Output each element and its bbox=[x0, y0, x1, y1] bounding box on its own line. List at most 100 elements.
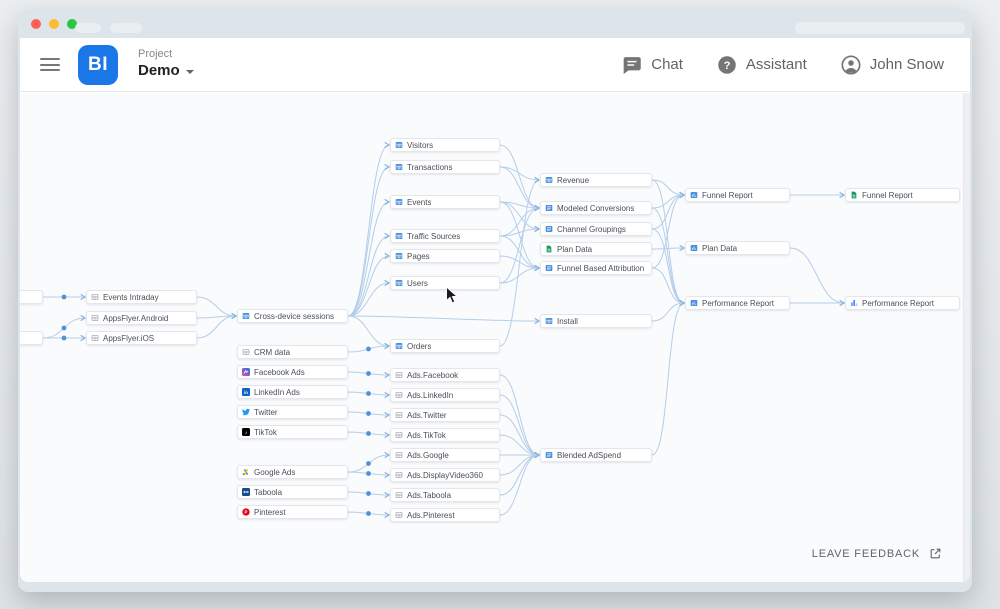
chat-icon bbox=[622, 55, 642, 75]
node-label: Plan Data bbox=[702, 243, 738, 253]
node-label: CRM data bbox=[254, 347, 291, 357]
project-selector[interactable]: Project Demo bbox=[138, 48, 194, 81]
node-label: Users bbox=[407, 278, 428, 288]
node-twitter[interactable]: Twitter bbox=[237, 405, 348, 419]
svg-text:in: in bbox=[244, 390, 248, 395]
node-visitors[interactable]: Visitors bbox=[390, 138, 500, 152]
node-funnel-report[interactable]: Funnel Report bbox=[685, 188, 790, 202]
account-icon bbox=[841, 55, 861, 75]
node-label: LinkedIn Ads bbox=[254, 387, 300, 397]
node-crm-data[interactable]: CRM data bbox=[237, 345, 348, 359]
node-label: Ads.Taboola bbox=[407, 490, 452, 500]
zoom-window-button[interactable] bbox=[67, 19, 77, 29]
node-ads-pinterest[interactable]: Ads.Pinterest bbox=[390, 508, 500, 522]
node-ads-tiktok[interactable]: Ads.TikTok bbox=[390, 428, 500, 442]
node-performance-report[interactable]: Performance Report bbox=[685, 296, 790, 310]
node-pages[interactable]: Pages bbox=[390, 249, 500, 263]
node-transactions[interactable]: Transactions bbox=[390, 160, 500, 174]
svg-text:?: ? bbox=[723, 60, 730, 72]
node-tiktok[interactable]: ♪ TikTok bbox=[237, 425, 348, 439]
report-blue-icon bbox=[690, 191, 698, 199]
table-blue-icon bbox=[395, 342, 403, 350]
table-gray-icon bbox=[91, 314, 99, 322]
table-gray-icon bbox=[395, 391, 403, 399]
close-window-button[interactable] bbox=[31, 19, 41, 29]
table-blue-icon bbox=[395, 163, 403, 171]
linkedin-icon: in bbox=[242, 388, 250, 396]
nav-item-assistant[interactable]: ?Assistant bbox=[717, 55, 807, 75]
table-gray-icon bbox=[242, 348, 250, 356]
node-funnel-report-sheet[interactable]: Funnel Report bbox=[845, 188, 960, 202]
node-blended-adspend[interactable]: Blended AdSpend bbox=[540, 448, 652, 462]
table-gray-icon bbox=[91, 293, 99, 301]
node-label: Funnel Based Attribution bbox=[557, 263, 645, 273]
node-source-stub-2[interactable] bbox=[20, 331, 43, 345]
table-gray-icon bbox=[395, 431, 403, 439]
node-google-ads[interactable]: Google Ads bbox=[237, 465, 348, 479]
table-gray-icon bbox=[395, 451, 403, 459]
node-label: AppsFlyer.Android bbox=[103, 313, 169, 323]
taboola-icon bbox=[242, 488, 250, 496]
node-funnel-based-attribution[interactable]: Funnel Based Attribution bbox=[540, 261, 652, 275]
vertical-scrollbar[interactable] bbox=[963, 93, 970, 582]
node-taboola[interactable]: Taboola bbox=[237, 485, 348, 499]
node-ads-facebook[interactable]: Ads.Facebook bbox=[390, 368, 500, 382]
table-blue-icon bbox=[395, 232, 403, 240]
node-ads-taboola[interactable]: Ads.Taboola bbox=[390, 488, 500, 502]
node-appsflyer-android[interactable]: AppsFlyer.Android bbox=[86, 311, 197, 325]
node-label: Ads.Pinterest bbox=[407, 510, 455, 520]
node-facebook-ads[interactable]: Facebook Ads bbox=[237, 365, 348, 379]
table-blue-icon bbox=[395, 141, 403, 149]
nav-item-label: John Snow bbox=[869, 56, 944, 73]
node-label: Ads.LinkedIn bbox=[407, 390, 454, 400]
nav-item-chat[interactable]: Chat bbox=[622, 55, 683, 75]
minimize-window-button[interactable] bbox=[49, 19, 59, 29]
node-events-intraday[interactable]: Events Intraday bbox=[86, 290, 197, 304]
node-ads-linkedin[interactable]: Ads.LinkedIn bbox=[390, 388, 500, 402]
node-orders[interactable]: Orders bbox=[390, 339, 500, 353]
node-label: Ads.TikTok bbox=[407, 430, 446, 440]
nav-item-account[interactable]: John Snow bbox=[841, 55, 944, 75]
project-name: Demo bbox=[138, 62, 180, 79]
node-label: TikTok bbox=[254, 427, 277, 437]
node-ads-google[interactable]: Ads.Google bbox=[390, 448, 500, 462]
titlebar-urlbar-pill bbox=[795, 22, 965, 34]
node-plan-data-source[interactable]: Plan Data bbox=[540, 242, 652, 256]
sheet-green-icon bbox=[545, 245, 553, 253]
node-install[interactable]: Install bbox=[540, 314, 652, 328]
sheet-green-icon bbox=[850, 191, 858, 199]
node-linkedin-ads[interactable]: in LinkedIn Ads bbox=[237, 385, 348, 399]
node-cross-device-sessions[interactable]: Cross-device sessions bbox=[237, 309, 348, 323]
node-modeled-conversions[interactable]: Modeled Conversions bbox=[540, 201, 652, 215]
node-performance-report-studio[interactable]: Performance Report bbox=[845, 296, 960, 310]
mouse-cursor bbox=[446, 286, 458, 304]
node-appsflyer-ios[interactable]: AppsFlyer.iOS bbox=[86, 331, 197, 345]
transform-blue-icon bbox=[545, 451, 553, 459]
node-channel-groupings[interactable]: Channel Groupings bbox=[540, 222, 652, 236]
app-logo[interactable]: BI bbox=[78, 44, 118, 85]
external-link-icon bbox=[930, 548, 941, 559]
node-label: Channel Groupings bbox=[557, 224, 626, 234]
node-traffic-sources[interactable]: Traffic Sources bbox=[390, 229, 500, 243]
node-plan-data[interactable]: Plan Data bbox=[685, 241, 790, 255]
node-source-stub-1[interactable] bbox=[20, 290, 43, 304]
node-ads-twitter[interactable]: Ads.Twitter bbox=[390, 408, 500, 422]
node-label: Pinterest bbox=[254, 507, 286, 517]
node-label: Plan Data bbox=[557, 244, 593, 254]
node-ads-displayvideo360[interactable]: Ads.DisplayVideo360 bbox=[390, 468, 500, 482]
menu-button[interactable] bbox=[40, 58, 60, 71]
transform-blue-icon bbox=[545, 225, 553, 233]
node-label: Cross-device sessions bbox=[254, 311, 335, 321]
node-events[interactable]: Events bbox=[390, 195, 500, 209]
table-gray-icon bbox=[395, 511, 403, 519]
node-revenue[interactable]: Revenue bbox=[540, 173, 652, 187]
twitter-icon bbox=[242, 408, 250, 416]
leave-feedback-button[interactable]: LEAVE FEEDBACK bbox=[812, 547, 942, 560]
titlebar-pill bbox=[75, 23, 101, 33]
node-users[interactable]: Users bbox=[390, 276, 500, 290]
svg-text:♪: ♪ bbox=[245, 430, 247, 435]
